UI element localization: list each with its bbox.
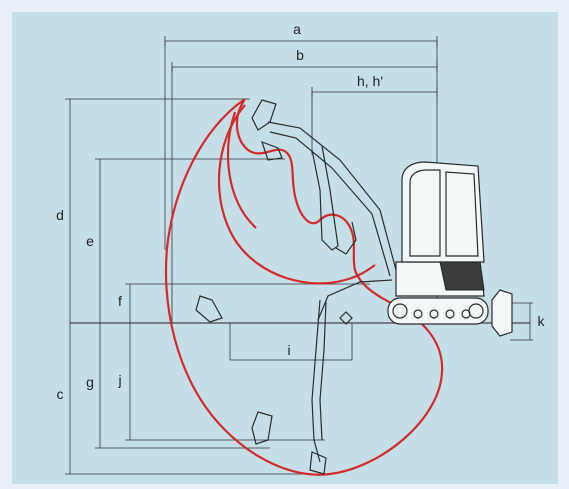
- boom-lowered: [317, 279, 393, 321]
- boom-lower: [269, 131, 391, 277]
- label-e: e: [86, 233, 94, 249]
- bucket-ground-left: [195, 295, 223, 323]
- label-j: j: [117, 372, 121, 388]
- label-i: i: [287, 342, 290, 358]
- label-b: b: [296, 47, 304, 63]
- counterweight: [439, 261, 485, 291]
- label-d: d: [56, 207, 64, 223]
- bucket-near-i: [339, 311, 353, 325]
- label-h: h, h': [357, 73, 383, 89]
- dimension-b: b: [171, 47, 438, 323]
- dimension-i: i: [229, 323, 353, 361]
- dozer-blade: [491, 289, 513, 337]
- dimension-f: f: [118, 283, 370, 323]
- label-k: k: [538, 313, 546, 329]
- bucket-lower: [251, 411, 273, 445]
- bucket-deep: [309, 451, 327, 475]
- label-g: g: [86, 374, 94, 390]
- dimension-e: e: [86, 158, 285, 323]
- arm-lowered: [311, 299, 321, 463]
- label-c: c: [57, 386, 64, 402]
- bucket-mid: [261, 140, 283, 161]
- arm-lowered-inner: [319, 301, 327, 441]
- cab-window-front: [409, 169, 441, 257]
- dimension-h: h, h': [311, 73, 438, 155]
- cab-window-side: [445, 171, 479, 257]
- dimension-d: d: [56, 98, 250, 323]
- track: [387, 297, 489, 325]
- label-f: f: [118, 293, 122, 309]
- dimension-k: k: [510, 302, 546, 341]
- dimension-j: j: [117, 323, 325, 441]
- bucket-top: [251, 99, 277, 131]
- excavator-body: [195, 99, 513, 475]
- dimension-c: c: [57, 323, 330, 475]
- bucket-raised: [335, 221, 357, 255]
- dimension-g: g: [86, 323, 270, 449]
- arm-raised: [311, 145, 339, 251]
- boom-upper: [267, 121, 397, 271]
- track-rollers: [392, 303, 484, 319]
- label-a: a: [293, 21, 301, 37]
- cab: [401, 161, 485, 263]
